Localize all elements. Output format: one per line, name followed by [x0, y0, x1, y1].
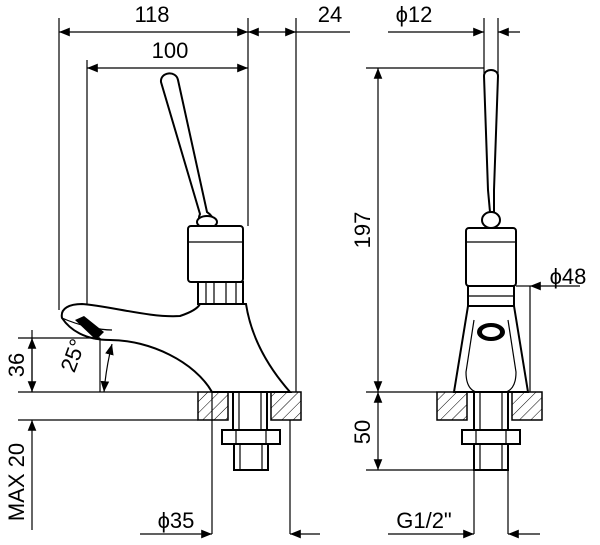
dim-height-above-deck: 36 [4, 353, 29, 377]
side-shank-upper [232, 391, 268, 431]
front-collar [465, 227, 517, 287]
dim-total-height: 197 [350, 212, 375, 249]
front-lock-nut [461, 429, 521, 445]
dim-base-diameter: ϕ35 [158, 508, 195, 533]
deck-section-right [270, 391, 302, 421]
dim-lever-diameter: ϕ12 [396, 2, 433, 27]
dim-spout-reach: 100 [152, 38, 189, 63]
front-thread [473, 443, 509, 471]
dim-shank-length: 50 [350, 420, 375, 444]
dim-max-deck-thickness: MAX 20 [4, 443, 29, 521]
dim-spout-angle: 25° [56, 336, 91, 376]
front-lever [482, 69, 500, 213]
deck-section-left [197, 391, 229, 421]
side-view: 118 24 100 36 MAX 20 25° ϕ35 [4, 2, 350, 539]
side-collar [187, 225, 244, 283]
front-view: ϕ12 197 50 ϕ48 G1/2" [350, 2, 587, 539]
dim-thread-size: G1/2" [396, 508, 452, 533]
side-lever [160, 72, 217, 230]
front-deck-right [511, 391, 543, 421]
front-deck-left [436, 391, 468, 421]
side-lock-nut [221, 429, 281, 445]
side-spout-body [60, 302, 293, 393]
side-thread [233, 443, 269, 471]
dim-body-diameter: ϕ48 [550, 264, 587, 289]
side-aerator [75, 316, 104, 340]
front-body [452, 305, 530, 393]
dim-handle-offset: 24 [318, 2, 342, 27]
dim-overall-length: 118 [134, 2, 169, 27]
front-shank-upper [473, 391, 509, 431]
